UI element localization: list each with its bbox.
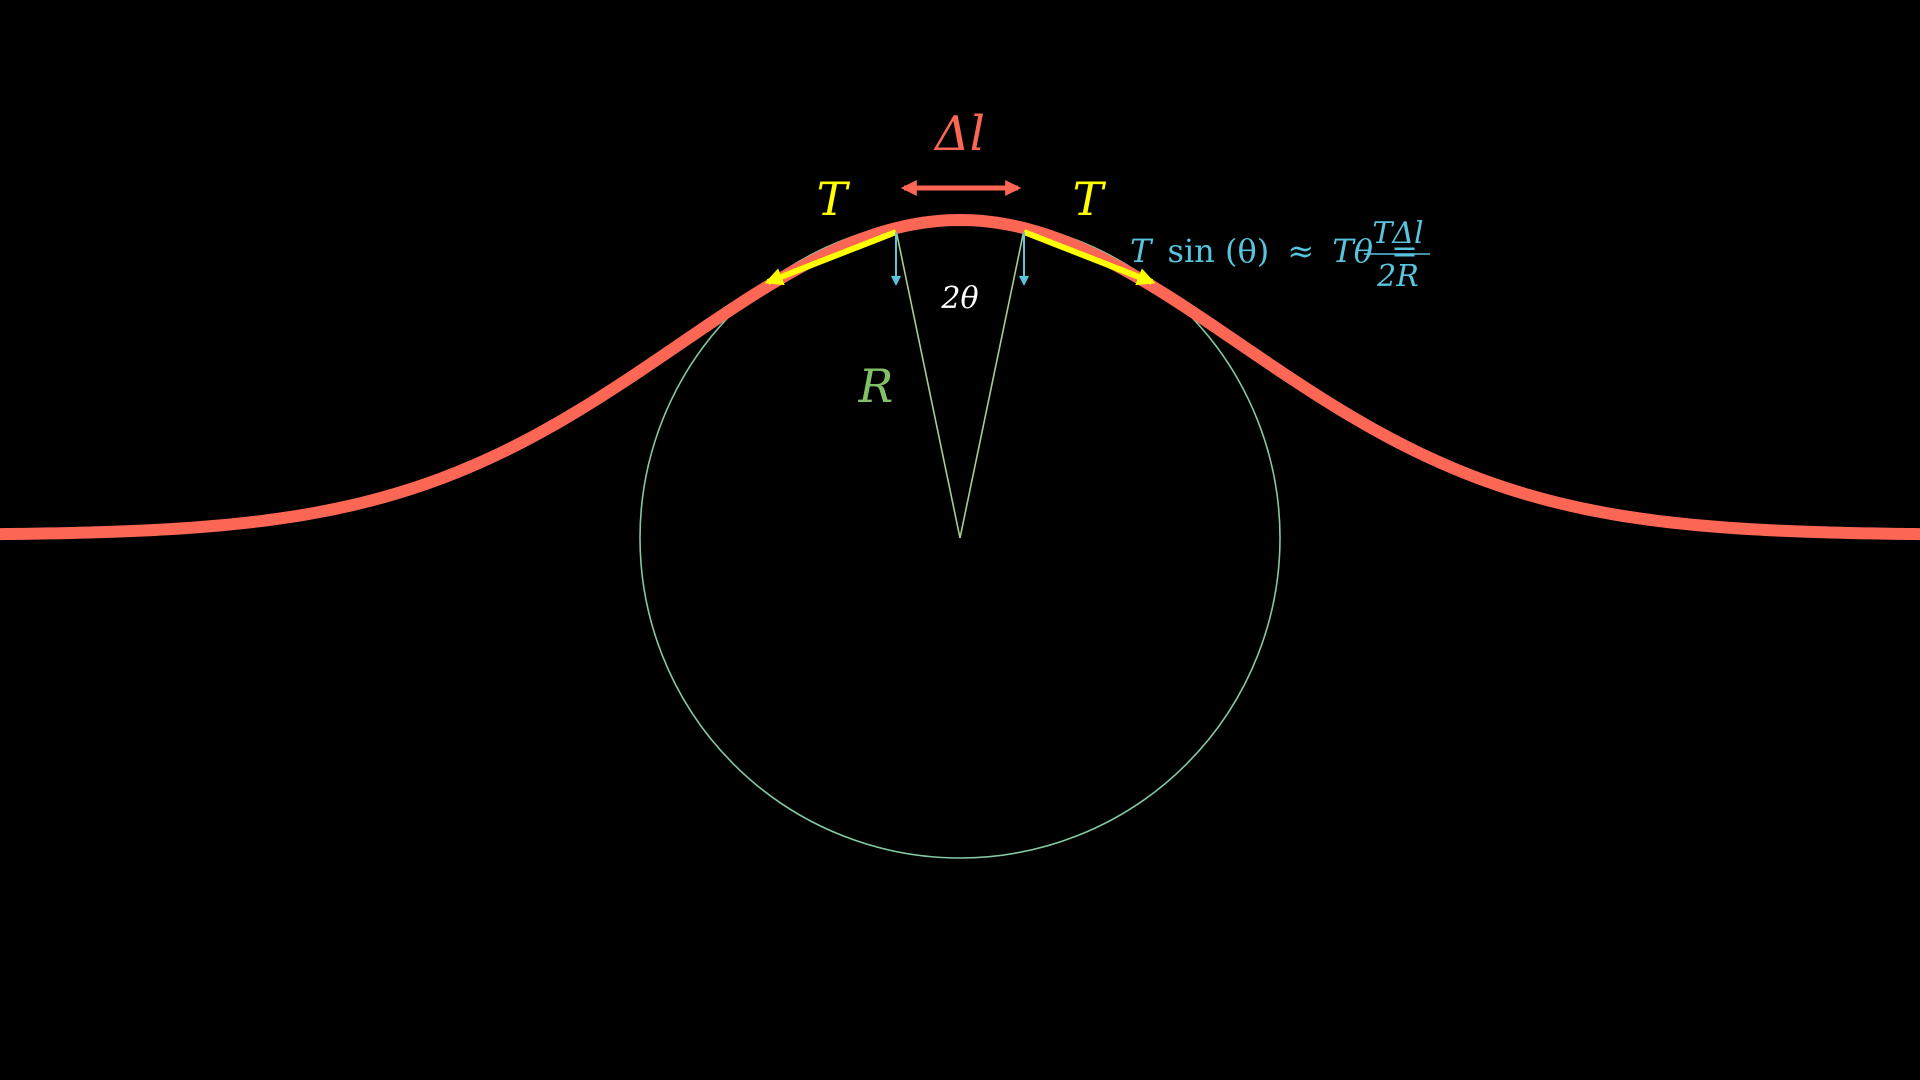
formula-numerator: TΔl (1372, 216, 1423, 251)
formula-denominator: 2R (1376, 259, 1419, 294)
tension-vector-left (764, 229, 898, 286)
tension-left-label: T (817, 172, 851, 226)
formula-sin: sin (1168, 232, 1215, 270)
formula-t-theta: Tθ (1332, 232, 1373, 270)
formula-approx: ≈ (1287, 232, 1314, 270)
formula-lhs-t: T (1130, 232, 1154, 270)
string-curve (0, 213, 1920, 541)
tension-formula: T sin (θ) ≈ Tθ = TΔl 2R (1130, 216, 1430, 294)
formula-sin-arg: (θ) (1225, 232, 1269, 270)
radius-label: R (858, 359, 894, 413)
radius-line-right (959, 229, 1025, 539)
angle-label: 2θ (940, 281, 978, 316)
formula-equals: = (1391, 232, 1418, 270)
radius-line-left (895, 229, 961, 539)
delta-l-label: Δl (933, 106, 985, 162)
svg-text:T sin (θ) ≈: T sin (θ) ≈ Tθ = (1130, 232, 1418, 270)
tension-vector-right (1022, 229, 1156, 286)
tension-right-label: T (1073, 172, 1107, 226)
